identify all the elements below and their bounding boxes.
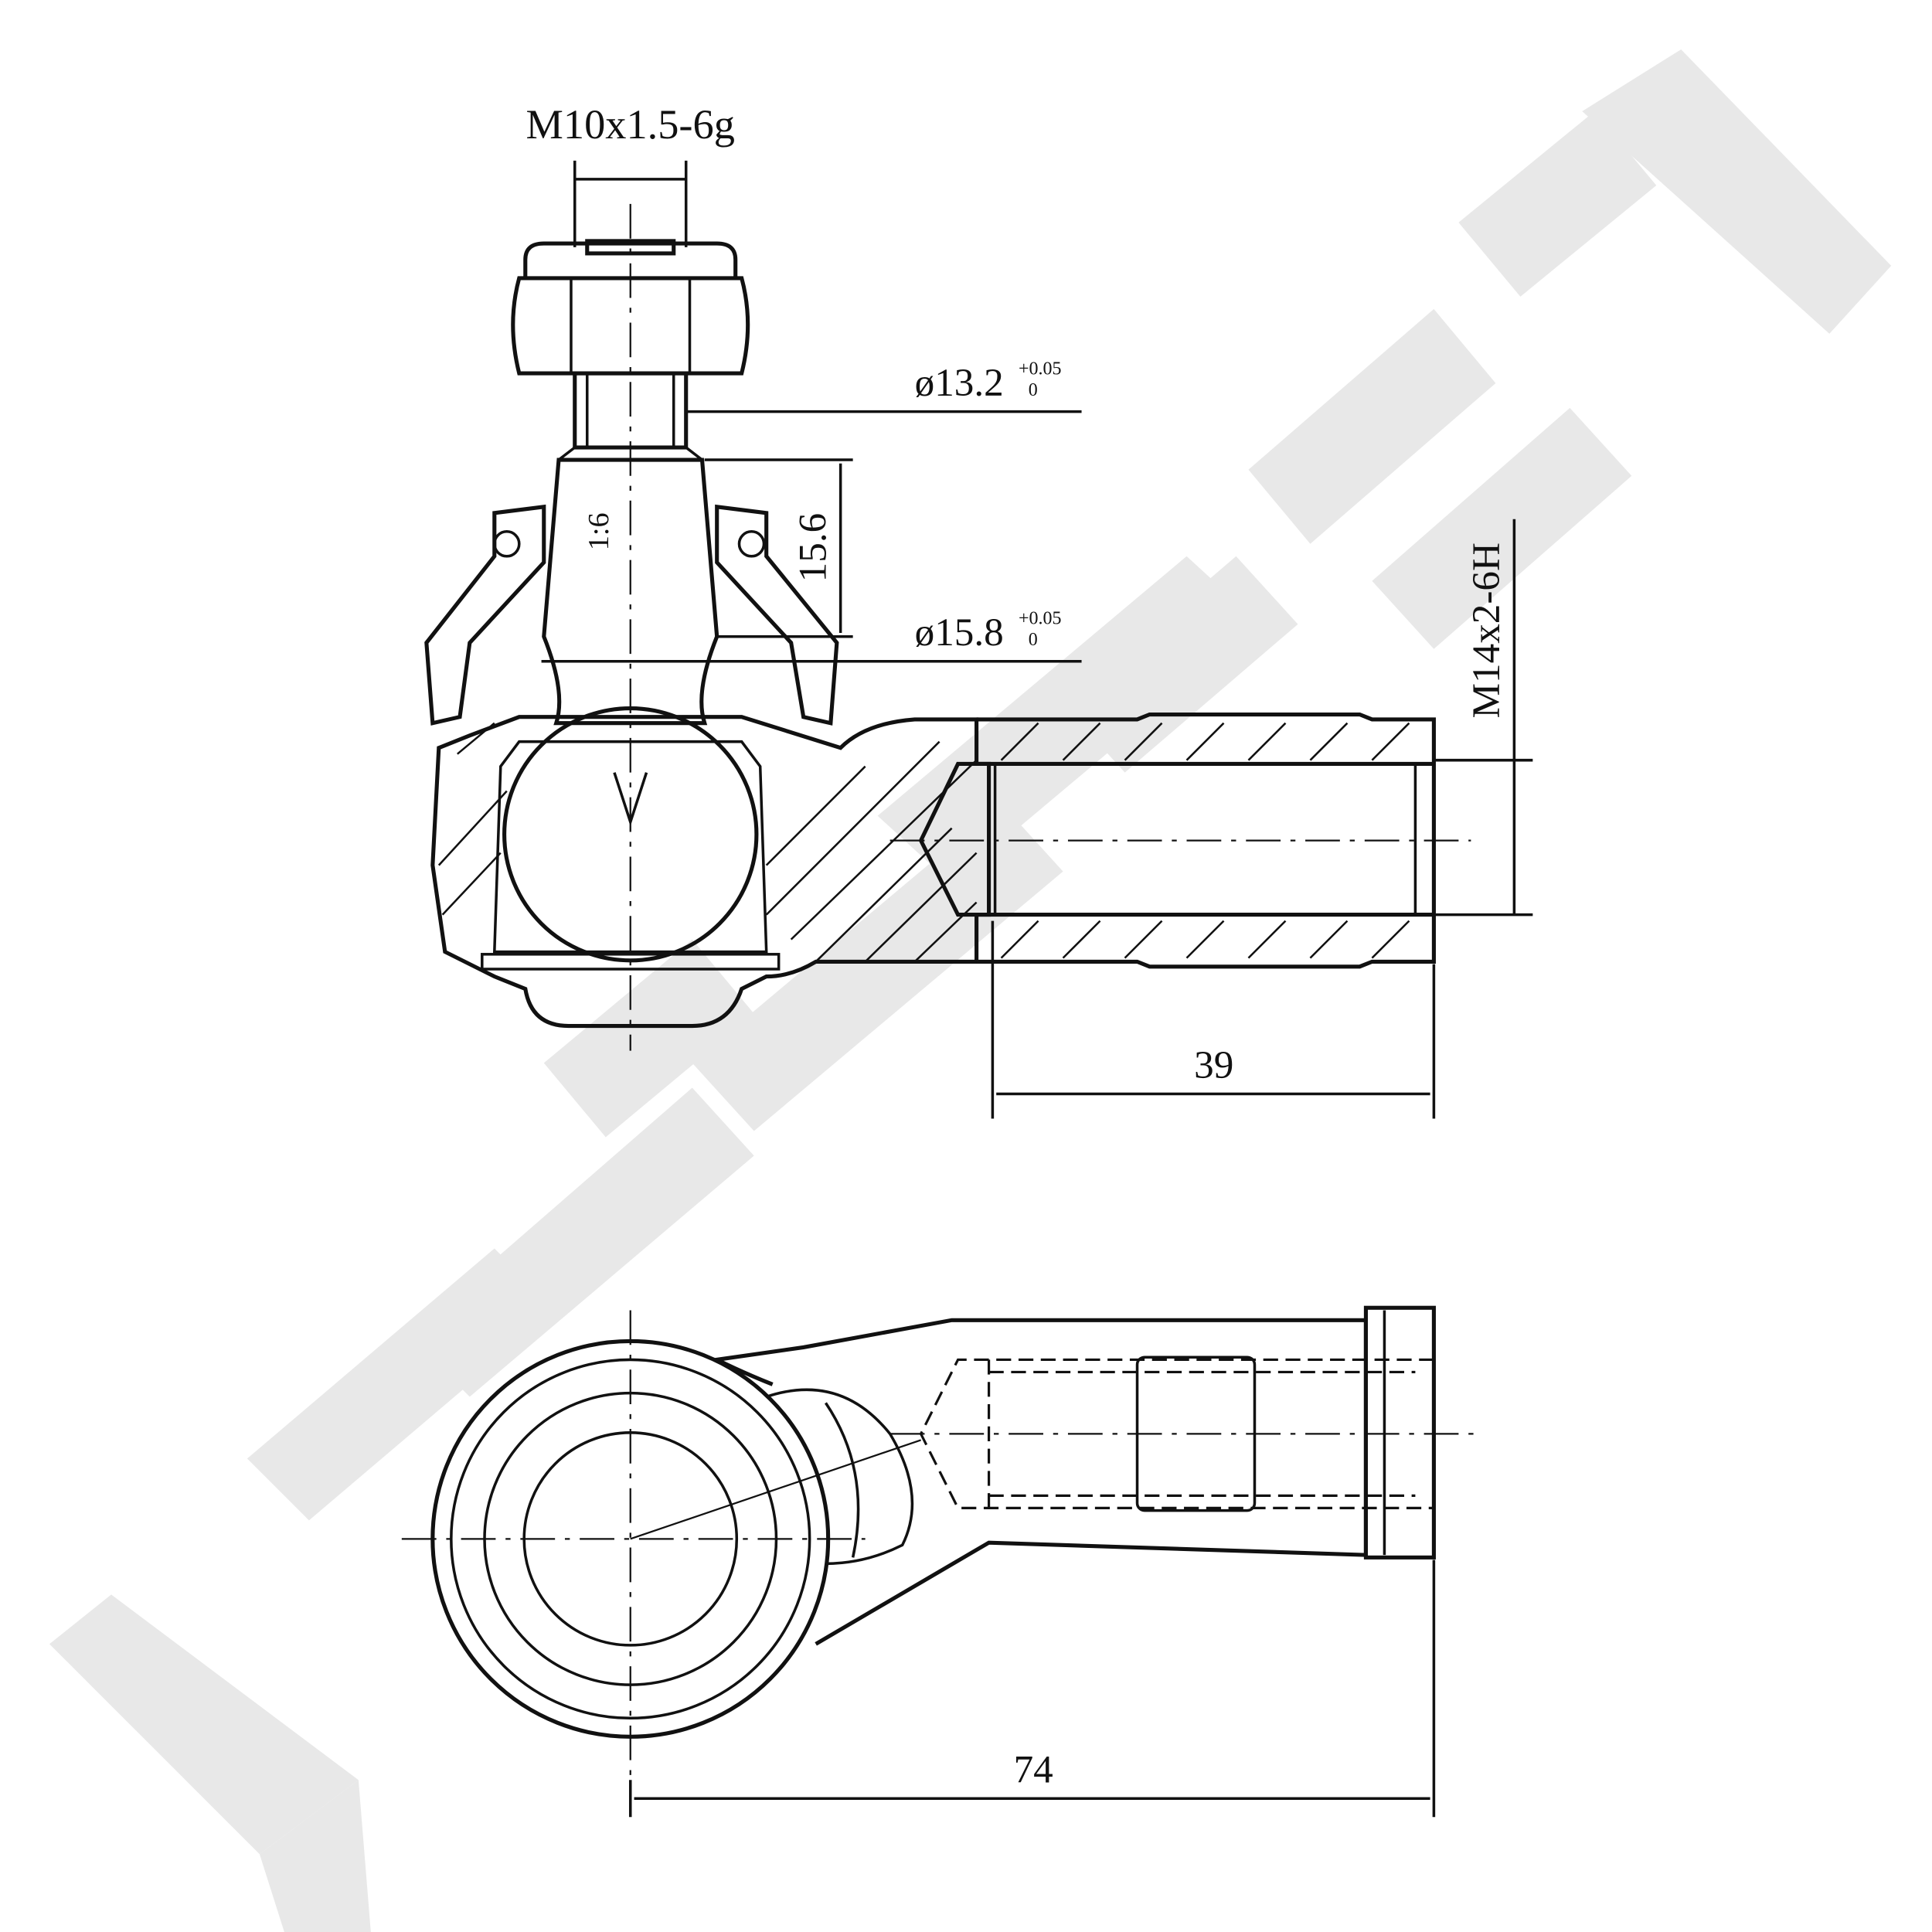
stud-thread-label: M10x1.5-6g (526, 101, 735, 148)
taper-small-tol-upper: +0.05 (1019, 359, 1062, 379)
taper-length-label: 15.6 (791, 513, 835, 583)
thread-hatching (1000, 722, 1410, 959)
taper-small-tol-lower: 0 (1029, 380, 1038, 400)
taper-ratio-label: 1:6 (583, 512, 615, 550)
dimensions-bottom (628, 1560, 1436, 1818)
internal-thread-label: M14x2-6H (1464, 543, 1509, 718)
taper-large-tol-upper: +0.05 (1019, 609, 1062, 629)
taper-large-tol-lower: 0 (1029, 630, 1038, 650)
thread-depth-label: 39 (1194, 1043, 1233, 1087)
section-view (424, 203, 1471, 1051)
dimensions-top (541, 160, 1533, 1119)
watermark-logo (49, 49, 1892, 1932)
taper-small-dia-label: ø13.2 (915, 361, 1004, 405)
taper-large-dia-label: ø15.8 (915, 611, 1004, 655)
plan-view (401, 1305, 1478, 1781)
overall-length-label: 74 (1014, 1747, 1053, 1791)
